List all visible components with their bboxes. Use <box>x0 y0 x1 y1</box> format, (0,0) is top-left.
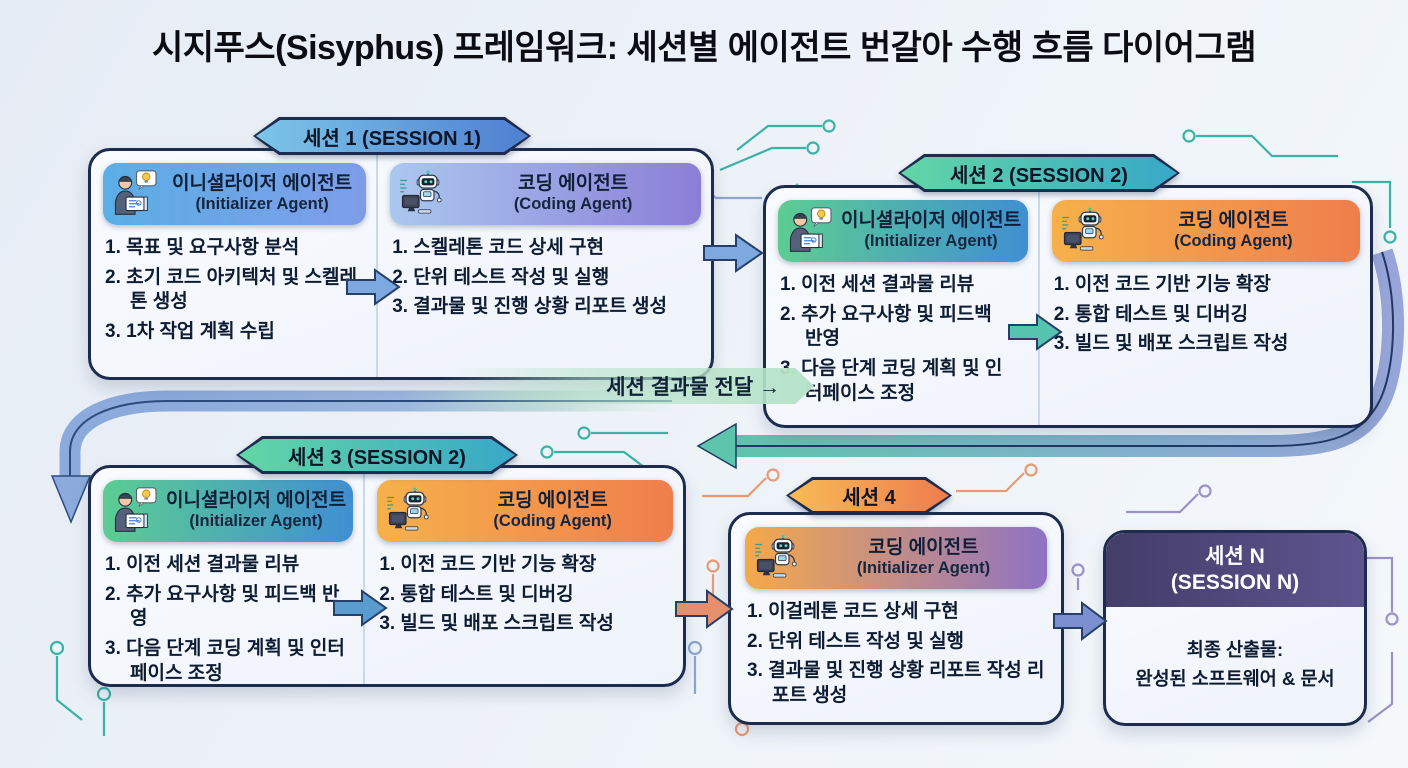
agent-subtitle: (Initializer Agent) <box>189 512 323 531</box>
session-4-badge-label: 세션 4 <box>842 487 896 509</box>
session-3-box: 이니셜라이저 에이전트 (Initializer Agent) 1. 이전 세션… <box>88 465 686 687</box>
session-4-box: 코딩 에이전트 (Initializer Agent) 1. 이걸레톤 코드 상… <box>728 512 1064 725</box>
session-2-badge-fill <box>901 157 1177 189</box>
session-2-badge: 세션 2 (SESSION 2) <box>898 154 1180 192</box>
session-1-initializer-header: 이니셜라이저 에이전트 (Initializer Agent) <box>103 163 367 225</box>
agent-title: 코딩 에이전트 <box>1178 210 1289 232</box>
session-1-coding-header: 코딩 에이전트 (Coding Agent) <box>390 163 701 225</box>
arrow-session1-to-session2 <box>702 232 764 274</box>
robot-icon <box>754 534 797 578</box>
task-item: 2. 추가 요구사항 및 피드백 반영 <box>105 583 340 630</box>
final-output-label: 최종 산출물: <box>1186 639 1284 661</box>
arrow-session1-initializer-to-coding <box>345 267 401 307</box>
person-blueprint-icon <box>114 487 157 532</box>
task-item: 2. 단위 테스트 작성 및 실행 <box>747 630 965 652</box>
session-1-badge: 세션 1 (SESSION 1) <box>253 117 531 155</box>
task-item: 1. 이걸레톤 코드 상세 구현 <box>747 601 959 622</box>
session-1-badge-fill <box>256 120 528 152</box>
agent-title: 코딩 에이전트 <box>518 173 629 195</box>
task-item: 1. 이전 코드 기반 기능 확장 <box>379 554 597 575</box>
task-item: 3. 빌드 및 배포 스크립트 작성 <box>379 613 614 635</box>
session-1-coding-panel: 코딩 에이전트 (Coding Agent) 1. 스켈레톤 코드 상세 구현 … <box>376 151 711 377</box>
agent-subtitle: (Coding Agent) <box>493 512 612 531</box>
session-2-coding-header: 코딩 에이전트 (Coding Agent) <box>1051 200 1360 262</box>
agent-title: 이니셜라이저 에이전트 <box>172 173 353 195</box>
session-3-coding-header: 코딩 에이전트 (Coding Agent) <box>377 480 673 542</box>
person-blueprint-icon <box>114 170 157 215</box>
arrow-session3-initializer-to-coding <box>332 588 388 628</box>
session-2-initializer-tasks: 1. 이전 세션 결과물 리뷰 2. 추가 요구사항 및 피드백 반영 3. 다… <box>780 273 1026 406</box>
task-item: 1. 이전 코드 기반 기능 확장 <box>1053 274 1271 295</box>
robot-icon <box>1061 207 1104 251</box>
session-1-badge-label: 세션 1 (SESSION 1) <box>303 127 481 150</box>
arrow-session2-initializer-to-coding <box>1007 312 1063 352</box>
session-1-initializer-tasks: 1. 목표 및 요구사항 분석 2. 초기 코드 아키텍처 및 스켈레톤 생성 … <box>105 236 364 345</box>
task-item: 2. 추가 요구사항 및 피드백 반영 <box>780 303 992 350</box>
session-n-box: 세션 N (SESSION N) 최종 산출물: 완성된 소프트웨어 & 문서 <box>1103 530 1367 726</box>
arrow-session4-to-sessionN <box>1052 600 1108 642</box>
session-2-badge-label: 세션 2 (SESSION 2) <box>950 164 1128 187</box>
session-output-transfer-label: 세션 결과물 전달 → <box>442 368 814 404</box>
task-item: 3. 다음 단계 코딩 계획 및 인터페이스 조정 <box>105 638 345 684</box>
task-item: 1. 이전 세션 결과물 리뷰 <box>780 274 975 295</box>
session-n-subtitle: (SESSION N) <box>1170 571 1300 594</box>
session-4-badge-fill <box>789 480 949 511</box>
session-4-coding-panel: 코딩 에이전트 (Initializer Agent) 1. 이걸레톤 코드 상… <box>731 515 1061 722</box>
agent-subtitle: (Initializer Agent) <box>864 232 998 251</box>
session-1-box: 이니셜라이저 에이전트 (Initializer Agent) 1. 목표 및 … <box>88 148 714 380</box>
session-n-body: 최종 산출물: 완성된 소프트웨어 & 문서 <box>1106 607 1364 723</box>
session-3-initializer-tasks: 1. 이전 세션 결과물 리뷰 2. 추가 요구사항 및 피드백 반영 3. 다… <box>105 553 351 686</box>
session-3-initializer-panel: 이니셜라이저 에이전트 (Initializer Agent) 1. 이전 세션… <box>91 468 363 684</box>
task-item: 3. 결과물 및 진행 상황 리포트 생성 <box>392 296 667 318</box>
session-4-coding-header: 코딩 에이전트 (Initializer Agent) <box>745 527 1047 589</box>
agent-subtitle: (Initializer Agent) <box>856 559 991 578</box>
session-2-coding-tasks: 1. 이전 코드 기반 기능 확장 2. 통합 테스트 및 디버깅 3. 빌드 … <box>1054 273 1358 357</box>
session-3-badge-label: 세션 3 (SESSION 2) <box>288 446 466 469</box>
session-3-badge: 세션 3 (SESSION 2) <box>236 436 518 474</box>
session-3-coding-tasks: 1. 이전 코드 기반 기능 확장 2. 통합 테스트 및 디버깅 3. 빌드 … <box>379 553 671 637</box>
task-item: 2. 단위 테스트 작성 및 실행 <box>392 266 610 288</box>
session-1-coding-tasks: 1. 스켈레톤 코드 상세 구현 2. 단위 테스트 작성 및 실행 3. 결과… <box>392 236 699 320</box>
agent-title: 코딩 에이전트 <box>868 537 979 559</box>
task-item: 1. 목표 및 요구사항 분석 <box>105 237 300 258</box>
session-2-box: 이니셜라이저 에이전트 (Initializer Agent) 1. 이전 세션… <box>763 185 1373 428</box>
session-2-coding-panel: 코딩 에이전트 (Coding Agent) 1. 이전 코드 기반 기능 확장… <box>1037 188 1370 425</box>
arrow-session3-to-session4 <box>674 588 734 630</box>
agent-subtitle: (Coding Agent) <box>513 195 633 214</box>
task-item: 3. 빌드 및 배포 스크립트 작성 <box>1053 333 1289 355</box>
task-item: 2. 초기 코드 아키텍처 및 스켈레톤 생성 <box>105 266 358 313</box>
task-item: 2. 통합 테스트 및 디버깅 <box>1053 303 1249 325</box>
session-1-initializer-panel: 이니셜라이저 에이전트 (Initializer Agent) 1. 목표 및 … <box>91 151 376 377</box>
final-output-value: 완성된 소프트웨어 & 문서 <box>1135 668 1335 689</box>
agent-title: 이니셜라이저 에이전트 <box>841 210 1022 232</box>
robot-icon <box>386 487 430 531</box>
task-item: 1. 스켈레톤 코드 상세 구현 <box>392 237 604 258</box>
agent-subtitle: (Coding Agent) <box>1174 232 1293 251</box>
diagram-title: 시지푸스(Sisyphus) 프레임워크: 세션별 에이전트 번갈아 수행 흐름… <box>151 29 1257 67</box>
task-item: 2. 통합 테스트 및 디버깅 <box>379 583 574 605</box>
robot-icon <box>399 170 443 214</box>
session-n-title: 세션 N <box>1205 544 1265 568</box>
agent-title: 이니셜라이저 에이전트 <box>166 490 347 512</box>
session-2-initializer-header: 이니셜라이저 에이전트 (Initializer Agent) <box>778 200 1028 262</box>
person-blueprint-icon <box>789 207 832 252</box>
agent-title: 코딩 에이전트 <box>497 490 608 512</box>
agent-subtitle: (Initializer Agent) <box>195 195 329 214</box>
session-3-coding-panel: 코딩 에이전트 (Coding Agent) 1. 이전 코드 기반 기능 확장… <box>363 468 683 684</box>
session-4-coding-tasks: 1. 이걸레톤 코드 상세 구현 2. 단위 테스트 작성 및 실행 3. 결과… <box>747 600 1045 709</box>
task-item: 1. 이전 세션 결과물 리뷰 <box>105 554 300 575</box>
task-item: 3. 결과물 및 진행 상황 리포트 작성 리포트 생성 <box>747 660 1045 707</box>
session-3-initializer-header: 이니셜라이저 에이전트 (Initializer Agent) <box>103 480 354 542</box>
task-item: 3. 1차 작업 계획 수립 <box>105 321 275 343</box>
session-n-header: 세션 N (SESSION N) <box>1106 533 1364 607</box>
task-item: 3. 다음 단계 코딩 계획 및 인터페이스 조정 <box>780 358 1003 404</box>
session-4-badge: 세션 4 <box>786 477 952 514</box>
